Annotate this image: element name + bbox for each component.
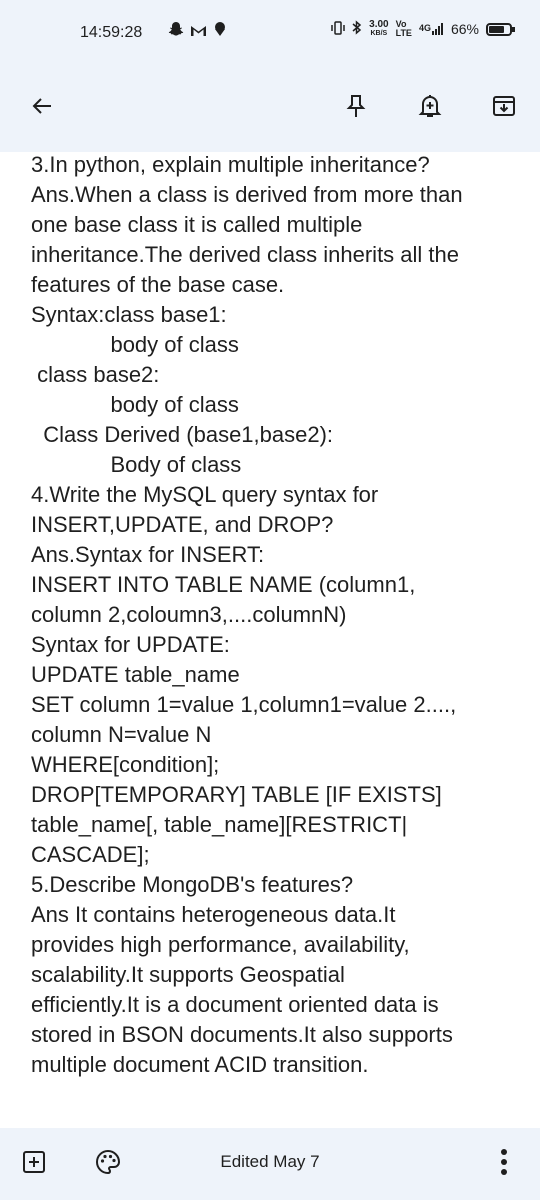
status-bar: 14:59:28 3.00 KB/S Vo: [0, 0, 540, 66]
volte-indicator: Vo LTE: [395, 19, 412, 38]
note-line: DROP[TEMPORARY] TABLE [IF EXISTS]: [31, 782, 442, 807]
note-body[interactable]: 3.In python, explain multiple inheritanc…: [31, 150, 521, 1080]
archive-icon: [493, 96, 515, 116]
vibrate-icon: [331, 20, 345, 38]
note-line: body of class: [31, 332, 239, 357]
note-line: Ans.Syntax for INSERT:: [31, 542, 265, 567]
bluetooth-icon: [352, 20, 362, 38]
pin-icon: [346, 95, 366, 117]
note-line: Syntax for UPDATE:: [31, 632, 230, 657]
note-line: WHERE[condition];: [31, 752, 220, 777]
note-line: Syntax:class base1:: [31, 302, 227, 327]
add-box-icon: [23, 1151, 45, 1173]
location-icon: [213, 21, 227, 42]
status-time: 14:59:28: [80, 24, 143, 41]
more-options-button[interactable]: [494, 1146, 514, 1178]
network-speed: 3.00 KB/S: [369, 19, 389, 38]
top-app-bar: 14:59:28 3.00 KB/S Vo: [0, 0, 540, 152]
note-line: inheritance.The derived class inherits a…: [31, 242, 460, 267]
back-button[interactable]: [24, 88, 60, 124]
note-toolbar: [0, 66, 540, 146]
note-line: 5.Describe MongoDB's features?: [31, 872, 354, 897]
add-button[interactable]: [22, 1150, 46, 1174]
reminder-button[interactable]: [412, 88, 448, 124]
system-indicators: 3.00 KB/S Vo LTE 4G 66%: [331, 19, 515, 38]
add-reminder-icon: [418, 95, 442, 117]
palette-icon: [96, 1149, 121, 1175]
note-line: CASCADE];: [31, 842, 150, 867]
battery-percent: 66%: [450, 21, 479, 37]
note-line: column N=value N: [31, 722, 212, 747]
note-line: scalability.It supports Geospatial: [31, 962, 345, 987]
color-palette-button[interactable]: [94, 1148, 122, 1176]
note-line: table_name[, table_name][RESTRICT|: [31, 812, 408, 837]
note-line: class base2:: [31, 362, 160, 387]
archive-button[interactable]: [486, 88, 522, 124]
note-line: 4.Write the MySQL query syntax for: [31, 482, 379, 507]
edited-timestamp: Edited May 7: [220, 1152, 320, 1171]
bottom-bar: Edited May 7: [0, 1128, 540, 1200]
note-line: Body of class: [31, 452, 242, 477]
note-line: column 2,coloumn3,....columnN): [31, 602, 347, 627]
snapchat-icon: [168, 21, 184, 42]
battery-icon: [486, 22, 515, 36]
note-line: efficiently.It is a document oriented da…: [31, 992, 439, 1017]
notification-icons: [168, 21, 227, 42]
note-line: 3.In python, explain multiple inheritanc…: [31, 152, 430, 177]
more-vertical-icon: [501, 1149, 507, 1175]
note-line: SET column 1=value 1,column1=value 2....…: [31, 692, 457, 717]
note-line: multiple document ACID transition.: [31, 1052, 369, 1077]
note-line: body of class: [31, 392, 239, 417]
note-line: Ans It contains heterogeneous data.It: [31, 902, 396, 927]
note-line: provides high performance, availability,: [31, 932, 410, 957]
note-line: features of the base case.: [31, 272, 285, 297]
pin-button[interactable]: [338, 88, 374, 124]
note-line: Ans.When a class is derived from more th…: [31, 182, 463, 207]
note-line: INSERT INTO TABLE NAME (column1,: [31, 572, 416, 597]
gmail-icon: [190, 21, 207, 42]
arrow-back-icon: [32, 98, 51, 114]
note-line: one base class it is called multiple: [31, 212, 363, 237]
note-line: Class Derived (base1,base2):: [31, 422, 334, 447]
signal-indicator: 4G: [419, 23, 444, 35]
note-line: stored in BSON documents.It also support…: [31, 1022, 453, 1047]
note-line: UPDATE table_name: [31, 662, 240, 687]
note-line: INSERT,UPDATE, and DROP?: [31, 512, 334, 537]
